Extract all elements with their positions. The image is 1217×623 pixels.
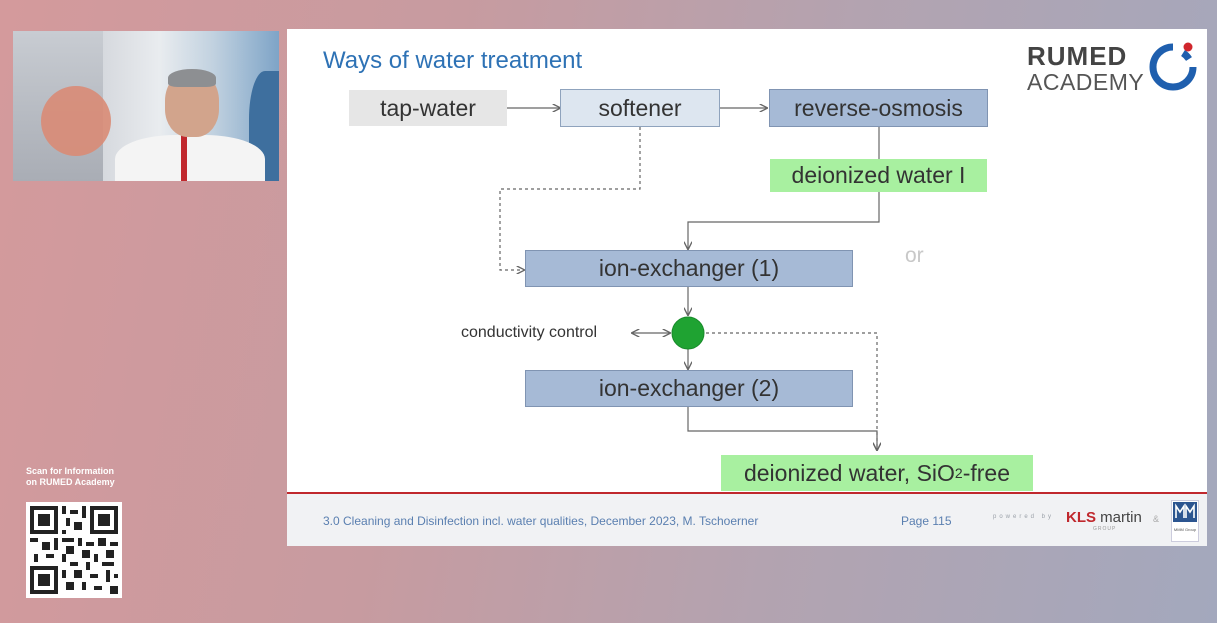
rumed-logo-icon (1149, 42, 1197, 91)
webcam-background-object (41, 86, 111, 156)
kls-text: KLS (1066, 509, 1096, 526)
presenter-shirt-stripe (181, 135, 187, 181)
node-deionized-water-1: deionized water I (770, 159, 987, 192)
logo-text-academy: ACADEMY (1027, 69, 1145, 95)
qr-caption-line2: on RUMED Academy (26, 477, 115, 487)
presenter-hair (168, 69, 216, 87)
presenter-shirt (115, 135, 265, 181)
label-or: or (905, 244, 924, 267)
footer-divider (287, 492, 1207, 494)
footer-powered-by: powered by (993, 514, 1055, 520)
sio2-subscript: 2 (954, 465, 963, 481)
martin-text: martin (1100, 509, 1142, 526)
arrow-softener-ionex1-dashed (499, 127, 641, 270)
mmm-logo-text: MMM Group (1173, 527, 1197, 532)
arrow-deionized1-ionex1 (688, 192, 880, 249)
logo-text-rumed: RUMED (1027, 41, 1128, 71)
conductivity-control-point (671, 316, 705, 350)
node-tap-water: tap-water (349, 90, 507, 126)
qr-caption: Scan for Information on RUMED Academy (26, 466, 146, 488)
slide-footer: 3.0 Cleaning and Disinfection incl. wate… (287, 494, 1207, 546)
label-conductivity-control: conductivity control (461, 324, 598, 341)
slide-title: Ways of water treatment (323, 47, 583, 74)
footer-page-number: Page 115 (901, 514, 952, 528)
arrow-control-final-dashed (706, 332, 877, 450)
qr-caption-line1: Scan for Information (26, 466, 115, 476)
node-ion-exchanger-1: ion-exchanger (1) (525, 250, 853, 287)
footer-ampersand: & (1153, 514, 1160, 524)
sio2-prefix: deionized water, SiO (743, 459, 955, 486)
presentation-slide: Ways of water treatment RUMED ACADEMY (287, 29, 1207, 546)
node-softener: softener (560, 89, 720, 127)
presenter-webcam (13, 31, 279, 181)
mmm-logo-mark (1173, 502, 1197, 522)
diagram-connectors (499, 29, 1207, 489)
mmm-group-logo: MMM Group (1171, 500, 1199, 542)
sio2-suffix: -free (962, 459, 1011, 486)
node-reverse-osmosis: reverse-osmosis (769, 89, 988, 127)
kls-martin-logo: KLS martin (1066, 509, 1142, 526)
kls-group-text: GROUP (1093, 526, 1117, 532)
rumed-academy-logo: RUMED ACADEMY (1027, 37, 1202, 97)
arrow-ionex2-final (687, 406, 877, 450)
node-ion-exchanger-2: ion-exchanger (2) (525, 370, 853, 407)
qr-code[interactable] (26, 502, 122, 598)
footer-course-text: 3.0 Cleaning and Disinfection incl. wate… (323, 514, 759, 528)
